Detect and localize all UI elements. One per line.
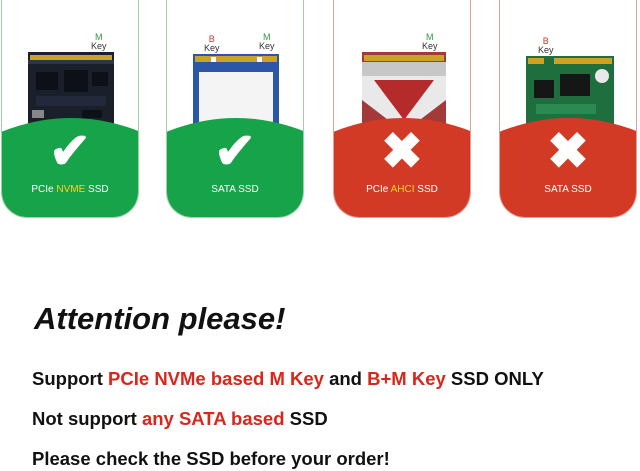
b-key-label: B Key xyxy=(538,37,554,55)
card-sata-ssd-supported: B Key M Key ✔ SATA SSD xyxy=(166,0,304,218)
key-word: Key xyxy=(422,41,438,51)
check-icon: ✔ xyxy=(214,123,256,179)
key-letter: B xyxy=(208,34,215,44)
check-icon: ✔ xyxy=(49,123,91,179)
attention-title: Attention please! xyxy=(34,301,286,336)
card-label: PCIe AHCI SSD xyxy=(366,184,438,195)
key-word: Key xyxy=(259,41,275,51)
key-letter: M xyxy=(263,32,271,42)
key-letter: M xyxy=(95,32,103,42)
key-word: Key xyxy=(91,41,107,51)
card-sata-ssd-unsupported: B Key ✖ SATA SSD xyxy=(499,0,637,218)
m-key-label: M Key xyxy=(259,33,275,51)
m-key-label: M Key xyxy=(91,33,107,51)
key-letter: B xyxy=(542,36,549,46)
card-label: SATA SSD xyxy=(544,184,592,195)
card-pcie-nvme-ssd: M Key ✔ PCIe NVME SSD xyxy=(1,0,139,218)
unsupported-badge: ✖ PCIe AHCI SSD xyxy=(334,118,470,217)
card-pcie-ahci-ssd: M Key ✖ PCIe AHCI SSD xyxy=(333,0,471,218)
b-key-label: B Key xyxy=(204,35,220,53)
unsupported-badge: ✖ SATA SSD xyxy=(500,118,636,217)
check-line: Please check the SSD before your order! xyxy=(32,448,390,469)
key-word: Key xyxy=(204,43,220,53)
m-key-label: M Key xyxy=(422,33,438,51)
cross-icon: ✖ xyxy=(547,123,589,179)
card-label: PCIe NVME SSD xyxy=(31,184,109,195)
not-support-line: Not support any SATA based SSD xyxy=(32,408,328,429)
supported-badge: ✔ SATA SSD xyxy=(167,118,303,217)
support-line: Support PCIe NVMe based M Key and B+M Ke… xyxy=(32,368,544,389)
supported-badge: ✔ PCIe NVME SSD xyxy=(2,118,138,217)
key-letter: M xyxy=(426,32,434,42)
card-label: SATA SSD xyxy=(211,184,259,195)
cross-icon: ✖ xyxy=(381,123,423,179)
key-word: Key xyxy=(538,45,554,55)
